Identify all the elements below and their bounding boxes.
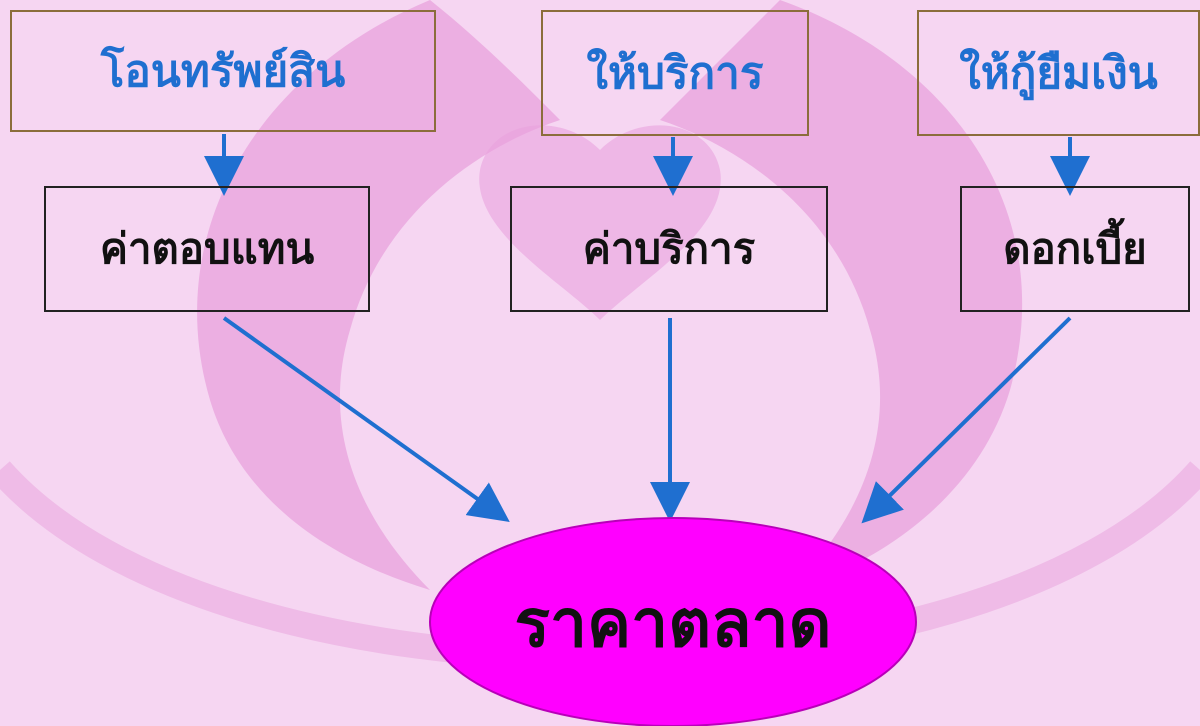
source-label-transfer-assets: โอนทรัพย์สิน bbox=[100, 46, 346, 97]
source-box-lend-money: ให้กู้ยืมเงิน bbox=[917, 10, 1200, 136]
source-box-transfer-assets: โอนทรัพย์สิน bbox=[10, 10, 436, 132]
arrow-return-3-to-result bbox=[861, 316, 1072, 524]
watermark-swirl-left bbox=[197, 0, 561, 590]
return-label-compensation: ค่าตอบแทน bbox=[99, 224, 315, 273]
source-box-provide-service: ให้บริการ bbox=[541, 10, 809, 136]
result-ellipse bbox=[429, 517, 917, 726]
return-box-service-fee: ค่าบริการ bbox=[510, 186, 828, 312]
watermark-swirl-right bbox=[660, 0, 1023, 590]
return-box-compensation: ค่าตอบแทน bbox=[44, 186, 370, 312]
return-label-interest: ดอกเบี้ย bbox=[1003, 224, 1147, 273]
arrow-return-1-to-result bbox=[222, 316, 510, 522]
source-label-lend-money: ให้กู้ยืมเงิน bbox=[959, 48, 1158, 99]
source-label-provide-service: ให้บริการ bbox=[586, 48, 764, 99]
return-label-service-fee: ค่าบริการ bbox=[582, 224, 756, 273]
return-box-interest: ดอกเบี้ย bbox=[960, 186, 1190, 312]
result-label-market-price: ราคาตลาด bbox=[514, 583, 832, 662]
